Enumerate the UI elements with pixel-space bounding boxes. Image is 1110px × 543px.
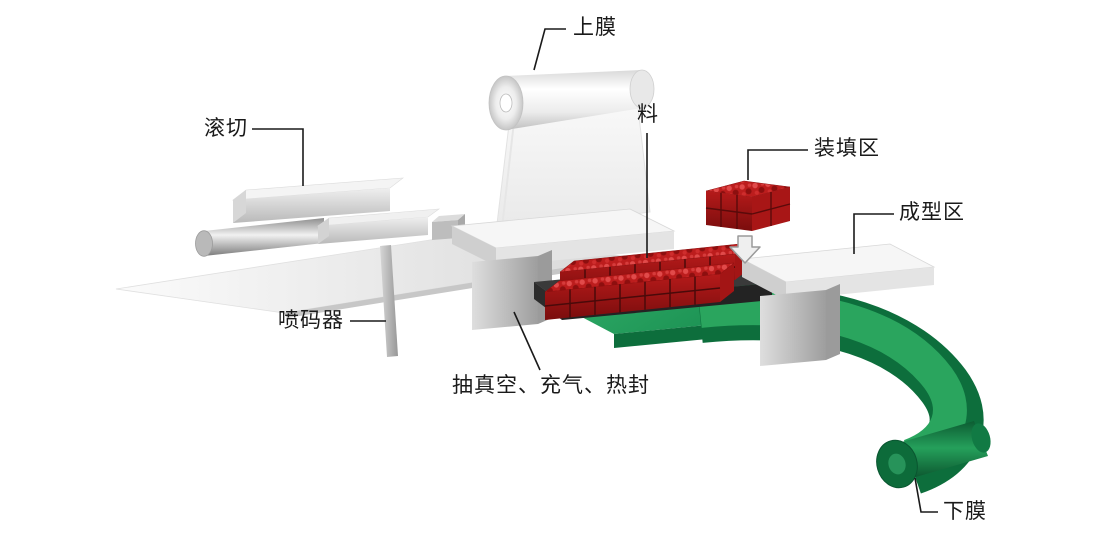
leader-line-filling-area <box>747 149 808 180</box>
leader-line-vacuum <box>513 311 541 371</box>
upper-film-roll <box>488 69 655 131</box>
leader-lines <box>252 28 938 513</box>
feed-bar <box>316 208 441 244</box>
coder-post <box>380 245 398 357</box>
label-upper-film: 上膜 <box>573 16 617 39</box>
film-feed-roller <box>195 218 324 257</box>
down-arrow-icon <box>729 235 761 264</box>
label-inkjet-coder: 喷码器 <box>278 309 344 332</box>
label-lower-film: 下膜 <box>943 500 987 523</box>
lower-film-roller <box>876 421 991 489</box>
label-filling-area: 装填区 <box>814 137 880 160</box>
product-rows <box>544 242 750 320</box>
label-roll-cut: 滚切 <box>204 117 248 140</box>
leader-line-lower-film <box>914 477 938 513</box>
label-material: 料 <box>637 103 659 126</box>
leader-line-roll-cut <box>252 128 304 186</box>
filling-product-cube <box>705 180 791 231</box>
label-forming-area: 成型区 <box>899 201 965 224</box>
roll-cutter-bar <box>232 177 404 223</box>
forming-pedestal <box>760 284 840 366</box>
label-vacuum-inflate-heatseal: 抽真空、充气、热封 <box>452 374 650 397</box>
leader-line-forming-area <box>853 213 894 254</box>
leader-line-upper-film <box>533 28 566 71</box>
